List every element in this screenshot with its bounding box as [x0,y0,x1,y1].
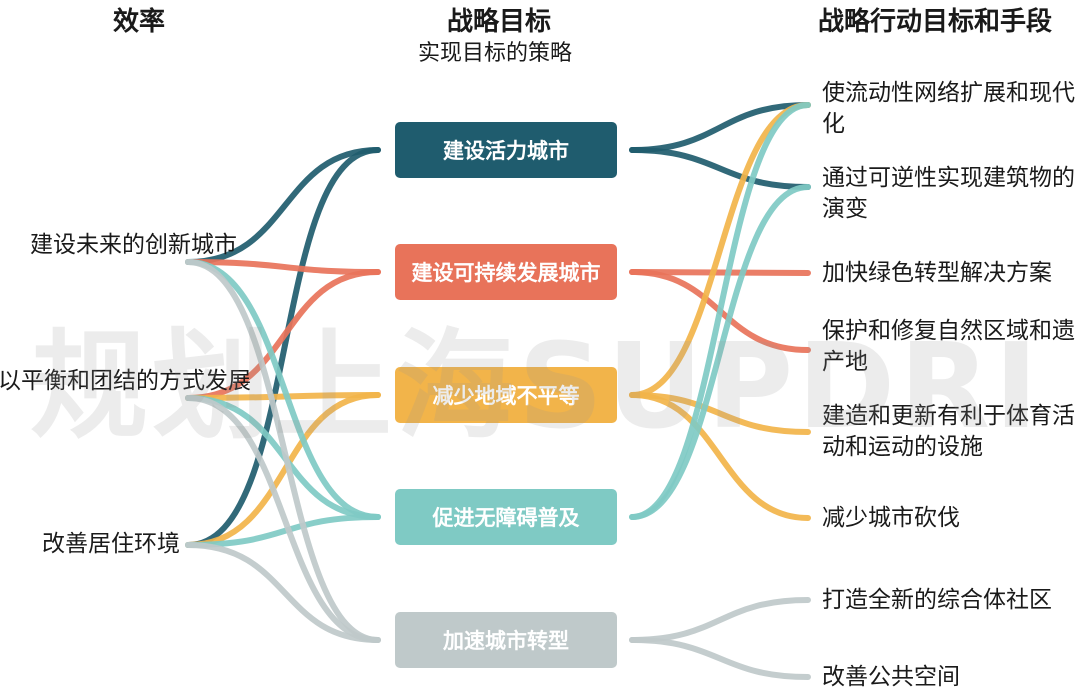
flow-vibrant-to-mobility [629,102,811,153]
flow-transformation-to-public-space [629,637,811,680]
right-item-green: 加快绿色转型解决方案 [822,260,1052,286]
flow-living-to-accessibility [185,514,381,548]
right-flows [629,102,811,680]
right-item-nature: 保护和修复自然区域和遗产地 [822,318,1075,376]
flow-living-to-inequality [185,392,381,548]
flow-vibrant-to-buildings [629,147,811,190]
flow-living-to-vibrant [185,147,381,548]
right-item-mobility: 使流动性网络扩展和现代化 [822,80,1075,138]
flow-inequality-to-sports [629,392,811,435]
flow-inequality-to-mobility [629,102,811,398]
right-item-public-space: 改善公共空间 [822,664,960,690]
flow-inequality-to-deforestation [629,392,811,521]
flow-innovation-to-vibrant [185,147,381,265]
middle-column-subtitle: 实现目标的策略 [418,41,573,66]
flow-innovation-to-transformation [185,259,381,643]
goal-box-vibrant: 建设活力城市 [395,122,617,178]
left-flows [185,147,381,643]
left-item-living: 改善居住环境 [42,531,180,557]
left-column-title: 效率 [113,7,166,37]
right-item-community: 打造全新的综合体社区 [822,587,1052,613]
goal-box-transformation: 加速城市转型 [395,612,617,668]
goal-box-accessibility: 促进无障碍普及 [395,489,617,545]
flow-transformation-to-community [629,597,811,643]
flow-balance-to-transformation [185,395,381,643]
goal-box-sustainable: 建设可持续发展城市 [395,244,617,300]
right-item-buildings: 通过可逆性实现建筑物的演变 [822,165,1075,223]
flow-balance-to-sustainable [185,269,381,401]
flow-innovation-to-sustainable [185,259,381,275]
flow-living-to-transformation [185,542,381,643]
watermark: 规划上海SUPDRI [30,317,1043,455]
flow-accessibility-to-buildings [629,184,811,520]
right-item-sports: 建造和更新有利于体育活动和运动的设施 [822,403,1075,461]
right-item-deforestation: 减少城市砍伐 [822,505,960,531]
middle-column-title: 战略目标 [447,7,552,37]
right-column-title: 战略行动目标和手段 [818,7,1053,37]
goal-box-inequality: 减少地域不平等 [395,367,617,423]
left-item-innovation: 建设未来的创新城市 [30,232,237,258]
flow-innovation-to-accessibility [185,259,381,520]
